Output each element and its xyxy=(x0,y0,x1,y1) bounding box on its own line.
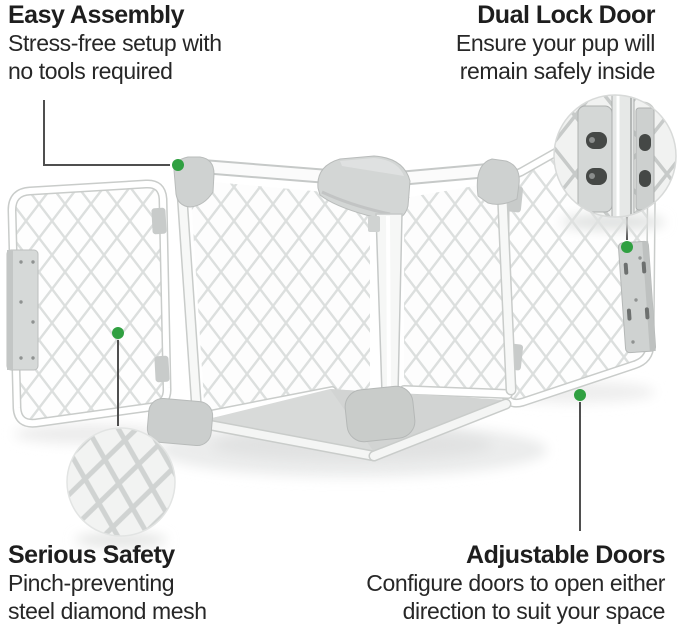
feature-title: Easy Assembly xyxy=(8,1,185,29)
marker-dot-dual-lock xyxy=(621,241,633,253)
feature-adjustable-doors: Adjustable Doors Configure doors to open… xyxy=(366,541,665,625)
front-corner-post xyxy=(368,213,403,395)
door-latch-right xyxy=(617,240,657,354)
right-mesh-wall xyxy=(399,182,513,399)
crate-body xyxy=(146,155,520,462)
feature-description-line: Configure doors to open either xyxy=(366,570,665,596)
marker-dot-adjustable-doors xyxy=(574,389,586,401)
feature-description-line: Ensure your pup will xyxy=(455,30,656,56)
feature-description-line: no tools required xyxy=(8,58,173,84)
feature-title: Dual Lock Door xyxy=(477,1,655,29)
feature-description-line: Stress-free setup with xyxy=(8,30,222,56)
marker-dot-serious-safety xyxy=(112,327,124,339)
front-corner-cap xyxy=(317,155,411,221)
left-foot-cap xyxy=(146,397,214,447)
right-corner-post xyxy=(496,182,517,396)
door-hinge-left xyxy=(151,207,170,383)
lock-detail-callout xyxy=(553,94,677,230)
feature-title: Adjustable Doors xyxy=(466,541,665,569)
right-corner-cap xyxy=(476,158,520,205)
top-rail-left xyxy=(188,158,330,184)
feature-easy-assembly: Easy Assembly Stress-free setup with no … xyxy=(8,1,222,85)
feature-description-line: Pinch-preventing xyxy=(8,570,175,596)
annotations xyxy=(43,100,633,531)
left-corner-post xyxy=(176,188,203,420)
left-door-panel xyxy=(6,179,172,428)
leader-line-easy-assembly xyxy=(43,100,170,166)
left-corner-cap xyxy=(173,156,215,208)
marker-dot-easy-assembly xyxy=(172,159,184,171)
feature-description-line: direction to suit your space xyxy=(402,598,666,624)
left-mesh-wall xyxy=(190,180,370,421)
feature-serious-safety: Serious Safety Pinch-preventing steel di… xyxy=(8,541,207,625)
feature-description-line: steel diamond mesh xyxy=(8,598,207,624)
front-foot-cap xyxy=(344,385,416,443)
feature-dual-lock-door: Dual Lock Door Ensure your pup will rema… xyxy=(455,1,656,85)
door-latch-left xyxy=(6,249,39,371)
feature-title: Serious Safety xyxy=(8,541,175,569)
feature-description-line: remain safely inside xyxy=(459,58,656,84)
